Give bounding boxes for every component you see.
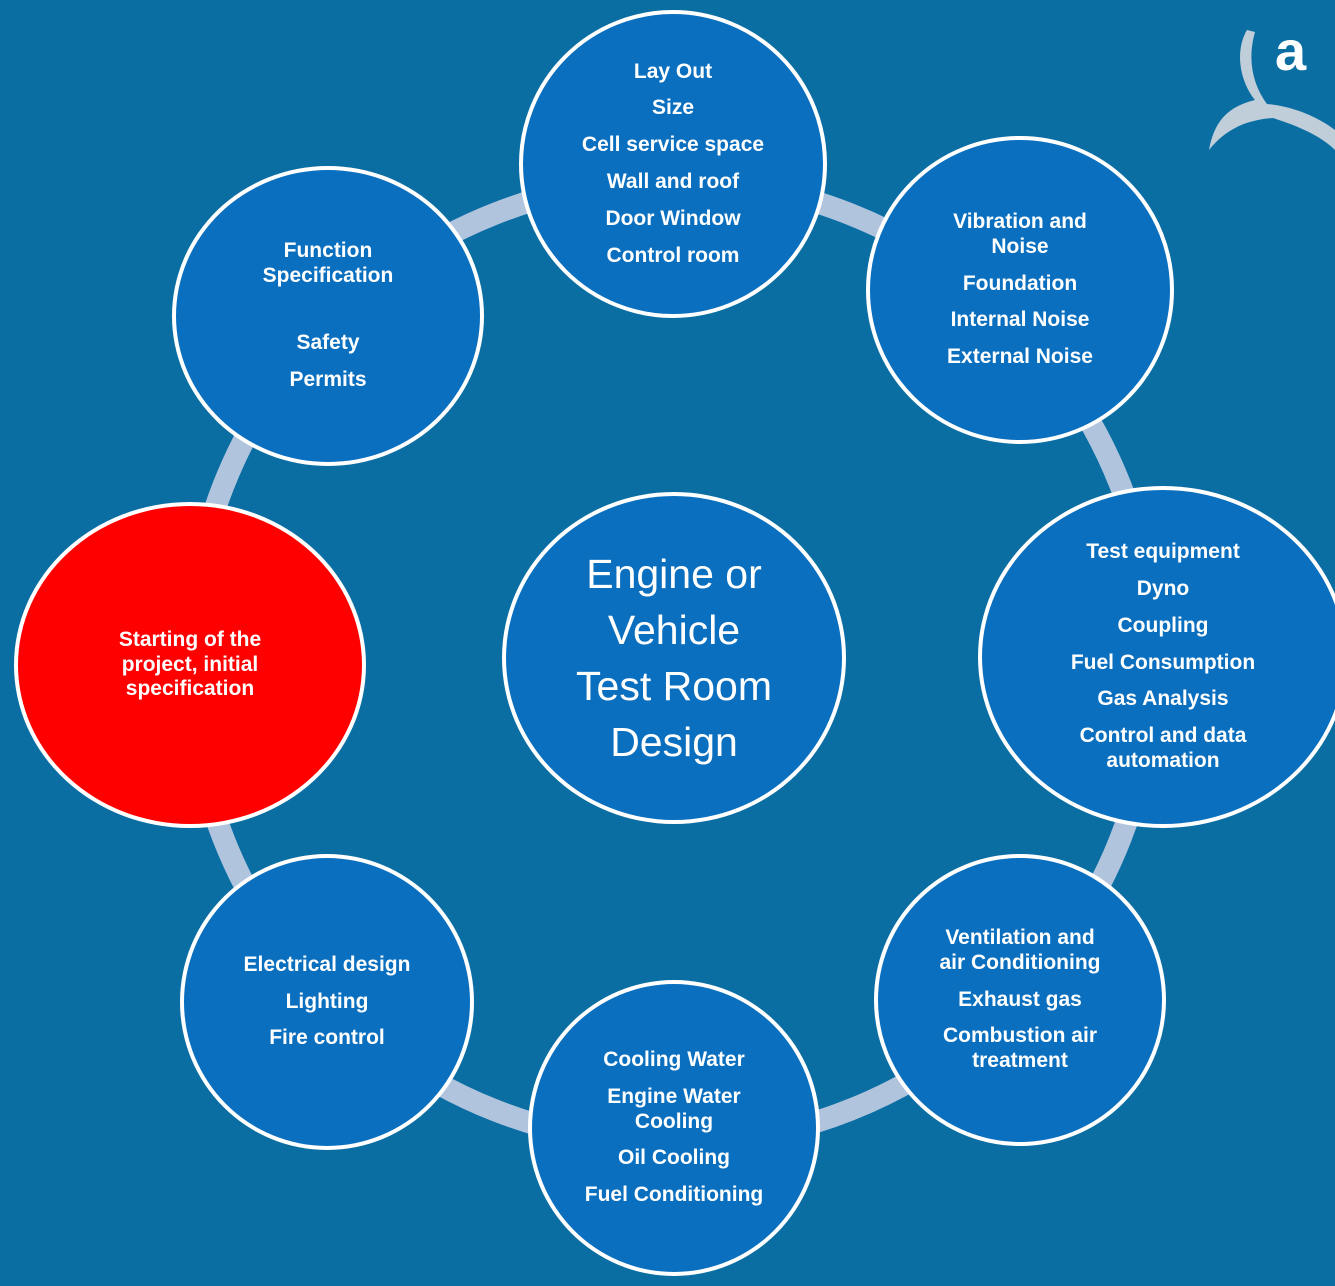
- node-line: Size: [651, 96, 695, 120]
- node-ventilation: Ventilation and air Conditioning Exhaust…: [874, 854, 1166, 1146]
- central-topic: Engine or Vehicle Test Room Design: [502, 492, 846, 824]
- center-line: Engine or: [586, 550, 762, 597]
- node-line: Dyno: [1136, 577, 1190, 601]
- node-test-equipment: Test equipment Dyno Coupling Fuel Consum…: [978, 486, 1335, 828]
- node-line: Coupling: [1117, 613, 1209, 637]
- center-line: Test Room: [576, 663, 772, 709]
- node-line: Cell service space: [581, 133, 765, 157]
- node-line: Fire control: [269, 1026, 385, 1050]
- node-line: Lighting: [285, 989, 369, 1013]
- node-function: Function Specification Safety Permits: [172, 166, 484, 466]
- node-line: Test equipment: [1086, 540, 1240, 564]
- node-line: Fuel Consumption: [1070, 650, 1256, 674]
- center-line: Vehicle: [607, 606, 741, 653]
- node-line: Starting of the project, initial specifi…: [118, 627, 262, 701]
- node-line: Vibration and Noise: [953, 210, 1087, 258]
- node-line: External Noise: [947, 345, 1093, 369]
- node-line: Internal Noise: [950, 308, 1090, 332]
- company-logo: a: [1195, 10, 1335, 175]
- node-line: Electrical design: [243, 952, 411, 976]
- node-line: Permits: [289, 367, 367, 391]
- node-layout: Lay Out Size Cell service space Wall and…: [519, 10, 827, 318]
- node-line: Engine Water Cooling: [607, 1084, 741, 1133]
- node-starting: Starting of the project, initial specifi…: [14, 502, 366, 828]
- node-line: Oil Cooling: [618, 1146, 730, 1170]
- node-line: Safety: [296, 331, 360, 354]
- node-line: Combustion air treatment: [942, 1024, 1097, 1073]
- node-line: Wall and roof: [606, 170, 740, 193]
- node-line: Ventilation and air Conditioning: [939, 926, 1101, 974]
- node-line: Door Window: [605, 206, 741, 230]
- node-line: Control room: [606, 243, 740, 267]
- node-line: Control and data automation: [1079, 724, 1247, 772]
- node-line: Function Specification: [262, 239, 394, 288]
- node-electrical: Electrical design Lighting Fire control: [180, 854, 474, 1150]
- center-line: Design: [610, 719, 738, 766]
- node-cooling: Cooling Water Engine Water Cooling Oil C…: [528, 980, 820, 1276]
- logo-letter: a: [1275, 19, 1307, 82]
- node-line: Foundation: [962, 271, 1078, 295]
- node-line: Cooling Water: [603, 1048, 745, 1072]
- node-line: Exhaust gas: [958, 987, 1082, 1011]
- node-line: Lay Out: [633, 59, 713, 83]
- node-line: Gas Analysis: [1097, 687, 1229, 711]
- node-line: Fuel Conditioning: [584, 1183, 764, 1207]
- node-vibration: Vibration and Noise Foundation Internal …: [866, 136, 1174, 444]
- logo-swirl-icon: [1209, 30, 1335, 150]
